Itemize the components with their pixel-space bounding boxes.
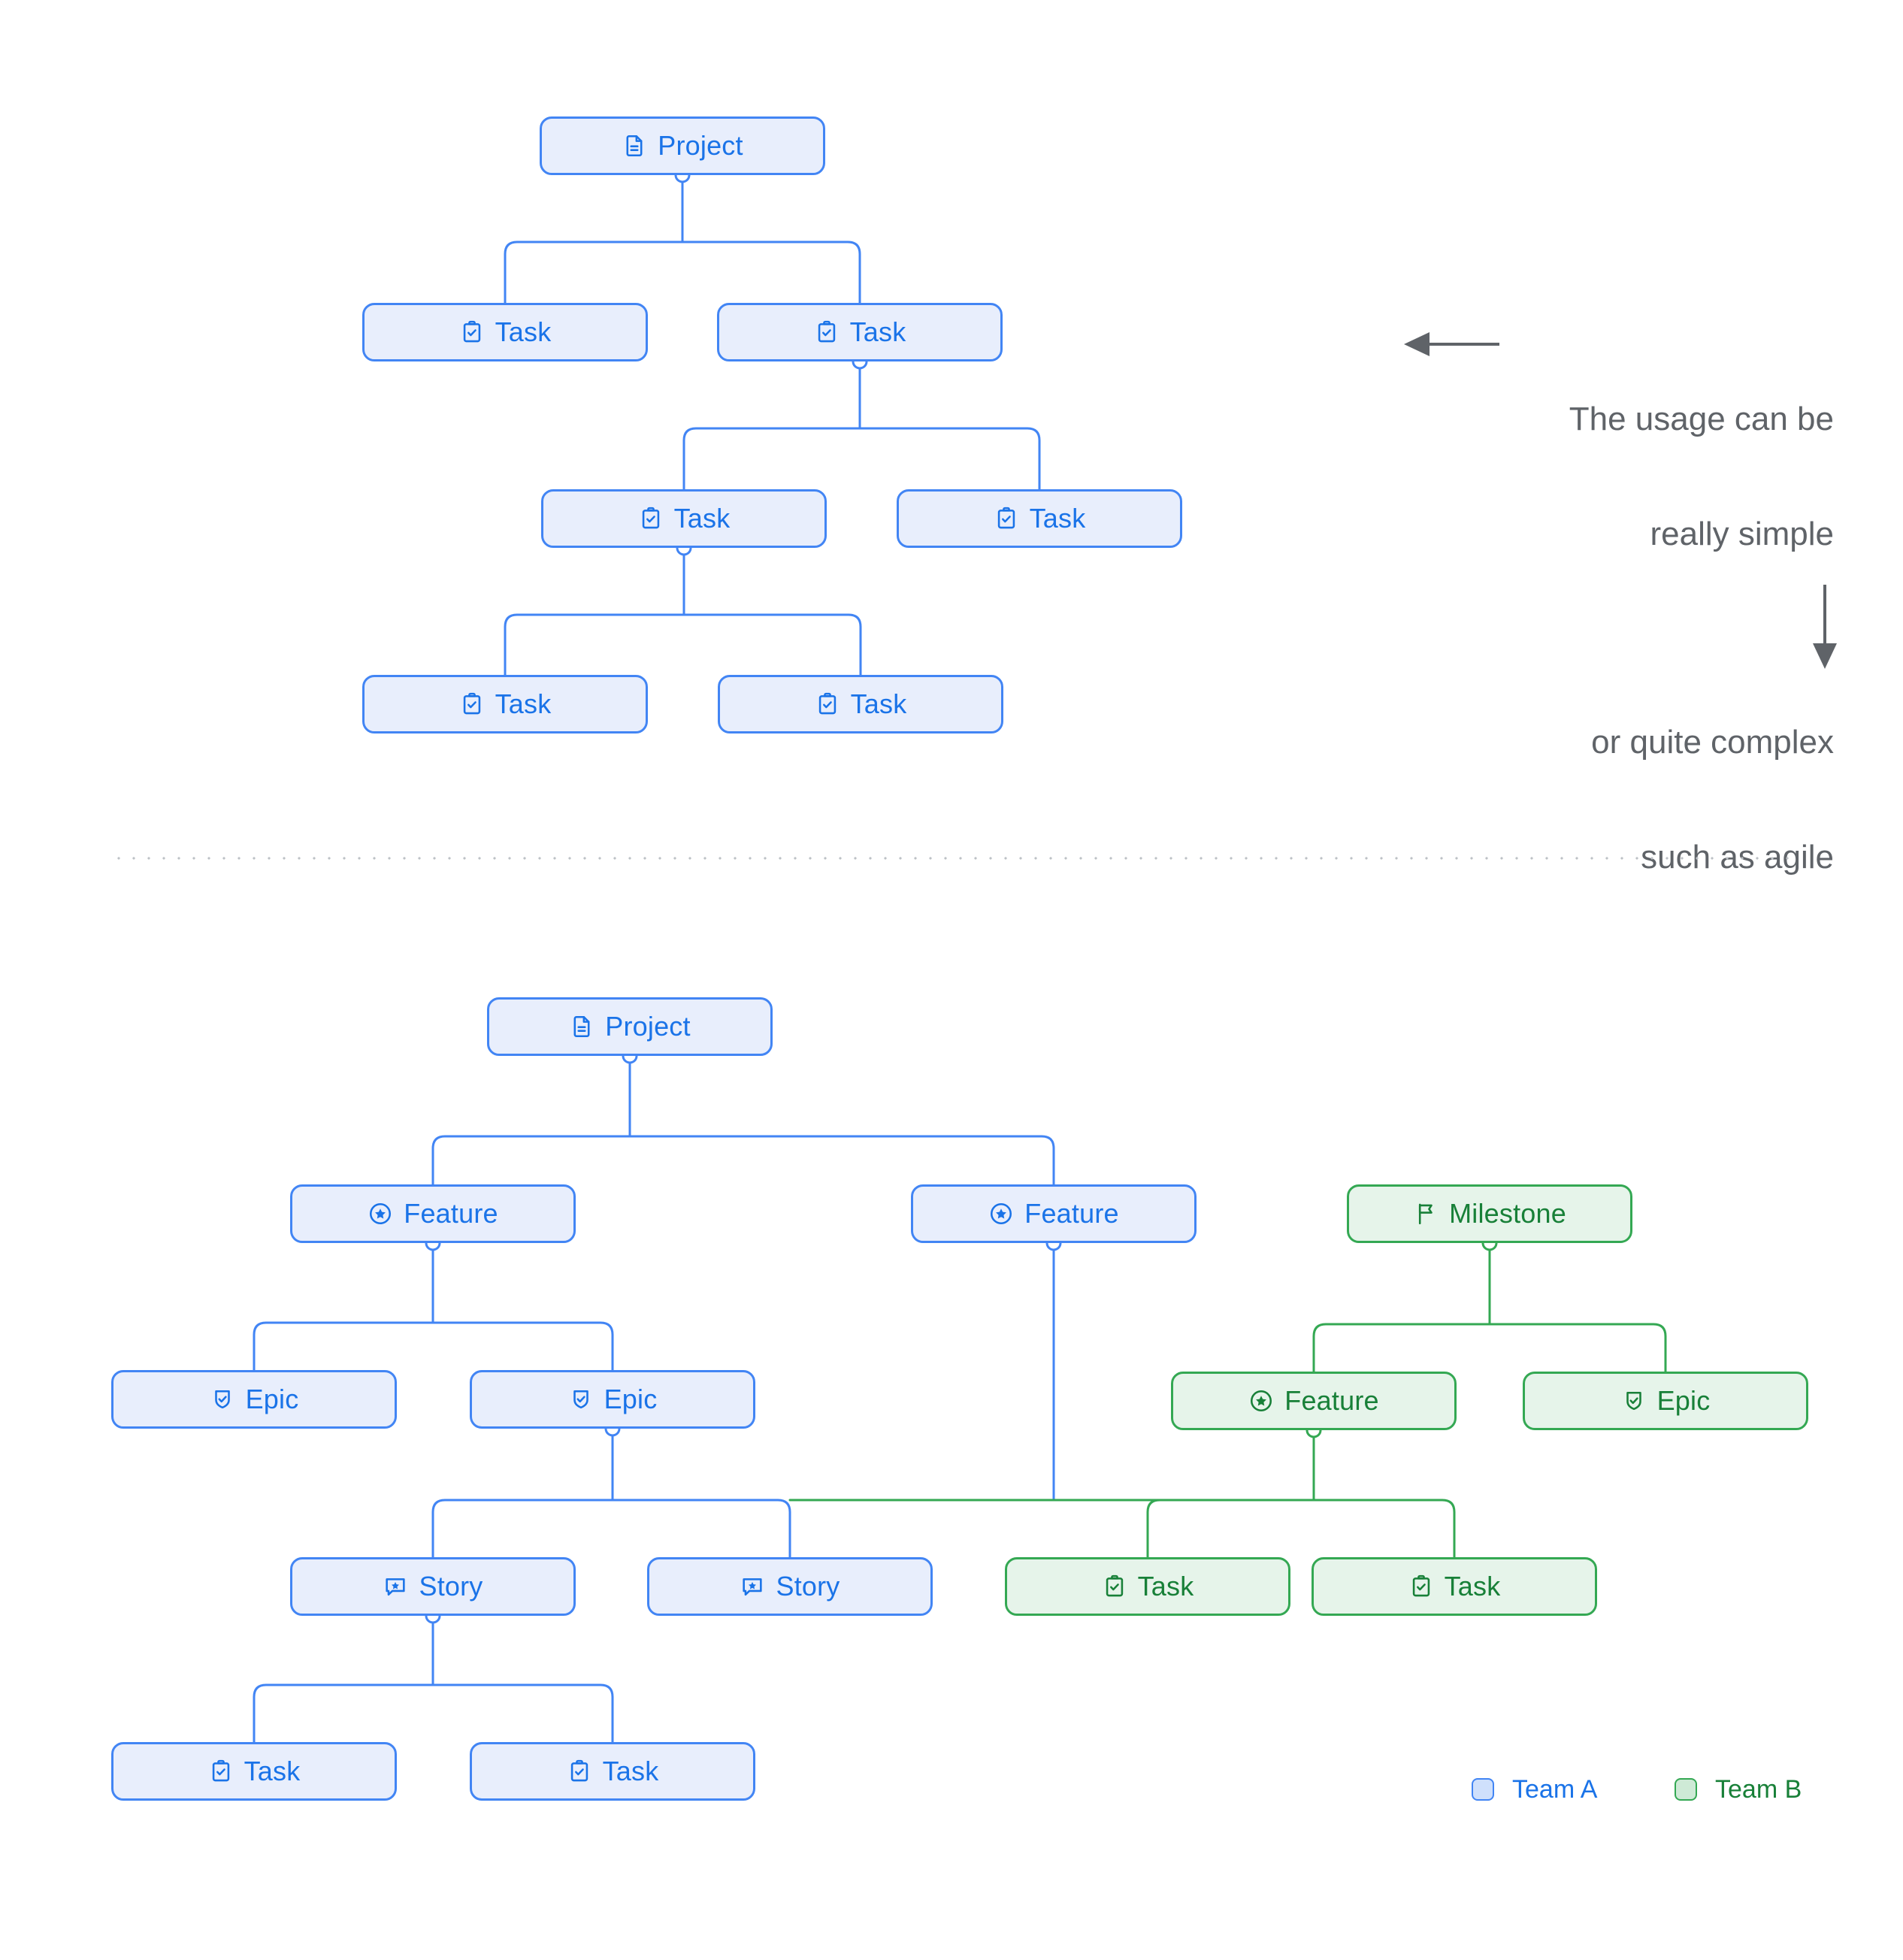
legend-item-team-a[interactable]: Team A: [1472, 1777, 1597, 1802]
edge-a-project-to-features: [431, 1135, 1055, 1186]
annotation-spacer: [1278, 630, 1834, 646]
annotation-line-3: or quite complex: [1591, 724, 1834, 761]
node-feature[interactable]: Feature: [1171, 1372, 1457, 1430]
document-icon: [569, 1014, 594, 1039]
node-task[interactable]: Task: [362, 675, 648, 733]
clipboard-check-icon: [994, 506, 1019, 531]
node-label: Story: [776, 1571, 840, 1602]
section-divider: [111, 857, 1795, 860]
node-label: Milestone: [1449, 1198, 1566, 1229]
node-project[interactable]: Project: [487, 997, 773, 1056]
node-task[interactable]: Task: [111, 1742, 397, 1801]
node-label: Feature: [404, 1198, 498, 1229]
node-epic[interactable]: Epic: [1523, 1372, 1808, 1430]
clipboard-check-icon: [459, 319, 485, 345]
node-task[interactable]: Task: [1005, 1557, 1290, 1616]
annotation-line-2: really simple: [1650, 516, 1834, 553]
rounded-square-swatch-icon: [1472, 1778, 1494, 1801]
clipboard-check-icon: [567, 1759, 592, 1784]
node-label: Feature: [1024, 1198, 1119, 1229]
clipboard-check-icon: [1408, 1574, 1434, 1599]
node-label: Project: [605, 1011, 691, 1042]
node-task[interactable]: Task: [362, 303, 648, 361]
node-label: Task: [1029, 503, 1086, 534]
node-label: Task: [244, 1756, 301, 1786]
node-label: Task: [850, 688, 907, 719]
star-circle-icon: [1248, 1388, 1274, 1414]
node-task[interactable]: Task: [1312, 1557, 1597, 1616]
node-label: Task: [849, 316, 906, 347]
shield-check-icon: [1621, 1388, 1647, 1414]
edge-project-to-tasks: [504, 240, 861, 304]
edge-a-milestone-to-children: [1312, 1323, 1667, 1373]
node-task[interactable]: Task: [541, 489, 827, 548]
clipboard-check-icon: [814, 319, 840, 345]
edge-task3-to-children: [504, 613, 862, 676]
node-label: Project: [658, 130, 743, 161]
edge-a-e2-to-stories: [431, 1499, 791, 1559]
star-circle-icon: [988, 1201, 1014, 1227]
legend-label: Team B: [1715, 1775, 1802, 1804]
node-label: Task: [495, 316, 552, 347]
clipboard-check-icon: [638, 506, 664, 531]
shield-check-icon: [568, 1387, 594, 1412]
clipboard-check-icon: [1102, 1574, 1127, 1599]
star-circle-icon: [368, 1201, 393, 1227]
rounded-square-swatch-icon: [1675, 1778, 1697, 1801]
node-label: Epic: [245, 1384, 299, 1414]
annotation-line-1: The usage can be: [1569, 401, 1834, 438]
node-epic[interactable]: Epic: [111, 1370, 397, 1429]
node-label: Epic: [1656, 1385, 1711, 1416]
node-story[interactable]: Story: [290, 1557, 576, 1616]
node-project[interactable]: Project: [540, 116, 825, 175]
edge-task2-to-children: [682, 427, 1041, 491]
node-milestone[interactable]: Milestone: [1347, 1184, 1632, 1243]
clipboard-check-icon: [815, 691, 840, 717]
node-task[interactable]: Task: [717, 303, 1003, 361]
legend-item-team-b[interactable]: Team B: [1675, 1777, 1802, 1802]
node-task[interactable]: Task: [470, 1742, 755, 1801]
node-task[interactable]: Task: [718, 675, 1003, 733]
comment-star-icon: [383, 1574, 408, 1599]
node-task[interactable]: Task: [897, 489, 1182, 548]
shield-check-icon: [210, 1387, 235, 1412]
edge-a-s1-to-tasks: [253, 1683, 614, 1744]
comment-star-icon: [740, 1574, 765, 1599]
node-label: Task: [602, 1756, 659, 1786]
node-story[interactable]: Story: [647, 1557, 933, 1616]
node-label: Task: [495, 688, 552, 719]
edge-a-f3-to-tasks: [1146, 1499, 1456, 1559]
node-epic[interactable]: Epic: [470, 1370, 755, 1429]
node-label: Epic: [604, 1384, 658, 1414]
flag-icon: [1413, 1201, 1439, 1227]
clipboard-check-icon: [208, 1759, 234, 1784]
edge-a-f1-to-epics: [253, 1321, 614, 1372]
document-icon: [622, 133, 647, 159]
legend-label: Team A: [1512, 1775, 1598, 1804]
clipboard-check-icon: [459, 691, 485, 717]
node-label: Task: [1137, 1571, 1194, 1602]
node-feature[interactable]: Feature: [911, 1184, 1197, 1243]
node-label: Feature: [1284, 1385, 1379, 1416]
node-label: Story: [419, 1571, 483, 1602]
node-feature[interactable]: Feature: [290, 1184, 576, 1243]
node-label: Task: [1444, 1571, 1501, 1602]
node-label: Task: [673, 503, 731, 534]
